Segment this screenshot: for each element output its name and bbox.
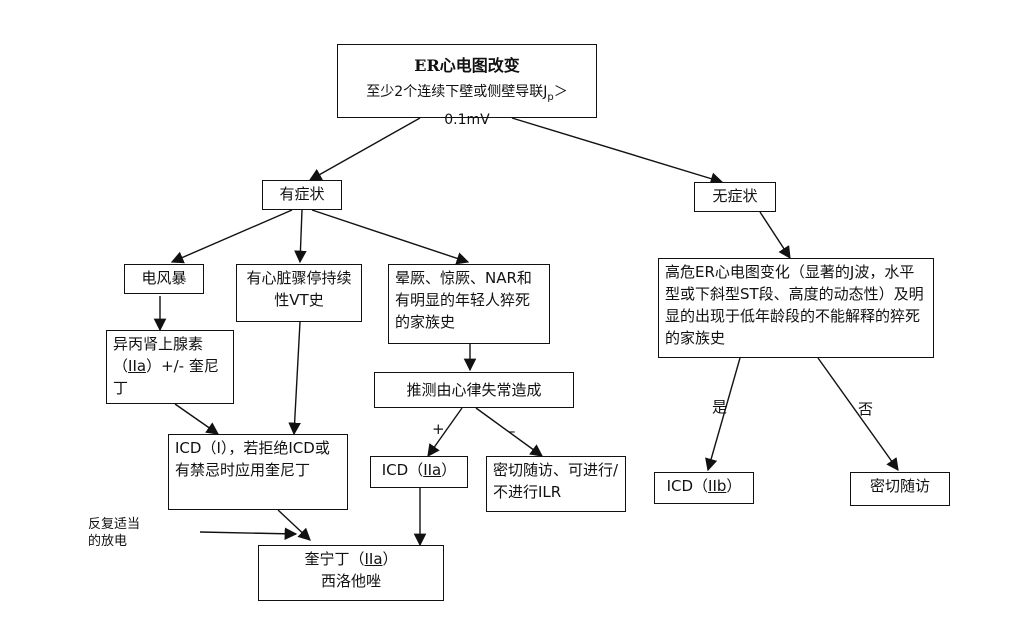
label-yes: 是 [712,398,728,416]
arrow-symptomatic-to-storm [170,209,293,264]
node-syncope-family-history: 晕厥、惊厥、NAR和有明显的年轻人猝死的家族史 [388,264,550,344]
arrow-asymptomatic-to-highrisk [759,211,791,260]
arrow-root-to-symptomatic [308,117,421,181]
isoproterenol-text-pre: 异丙肾上腺素（ [113,335,204,375]
icd-iib-text-post: ） [726,477,742,495]
quinidine-line: 奎宁丁（IIa） [265,548,437,570]
node-icd-iia: ICD（IIa） [370,456,468,488]
arrow-highrisk-to-followup [817,357,899,472]
quinidine-text-pre: 奎宁丁（ [304,550,365,568]
arrow-symptomatic-to-syncope [311,209,470,265]
node-close-followup: 密切随访 [850,472,950,506]
arrow-icd-class1-to-quinidine [277,509,311,541]
criteria-text-pre: 至少2个连续下壁或侧壁导联J [366,84,548,100]
node-isoproterenol: 异丙肾上腺素（IIa）+/- 奎尼丁 [106,330,234,404]
label-plus: + [432,420,445,438]
arrow-root-to-asymptomatic [511,117,724,185]
arrow-shocks-to-quinidine [199,527,298,541]
node-electrical-storm: 电风暴 [124,264,204,294]
icd-iib-text-pre: ICD（ [666,477,709,495]
quinidine-class: IIa [364,550,383,568]
node-er-ecg-title: ER心电图改变 [414,56,520,75]
isoproterenol-class: IIa [128,357,147,375]
node-icd-class-1: ICD（I），若拒绝ICD或有禁忌时应用奎尼丁 [168,434,348,510]
icd-iib-class: IIb [708,477,727,495]
criteria-subscript: p [547,91,554,103]
label-no: 否 [858,400,874,418]
arrow-symptomatic-to-arrest [294,209,307,264]
node-er-ecg-criteria: 至少2个连续下壁或侧壁导联Jp＞0.1mV [344,81,590,131]
arrow-arrest-to-icd [288,321,301,436]
node-quinidine-cilostazol: 奎宁丁（IIa） 西洛他唑 [258,545,444,601]
arrow-highrisk-to-icd-iib [705,357,741,472]
icd-iia-text-pre: ICD（ [381,461,424,479]
node-followup-ilr: 密切随访、可进行/不进行ILR [486,456,626,512]
criteria-text-post: ＞0.1mV [444,84,568,128]
cilostazol-line: 西洛他唑 [320,572,381,590]
label-repeated-shocks: 反复适当的放电 [88,517,141,549]
icd-iia-class: IIa [423,461,442,479]
node-presumed-arrhythmia: 推测由心律失常造成 [374,372,574,408]
arrow-presumed-to-followup-ilr [475,407,544,457]
icd-iia-text-post: ） [441,461,457,479]
node-er-ecg-change: ER心电图改变 至少2个连续下壁或侧壁导联Jp＞0.1mV [337,44,597,128]
isoproterenol-text-post: ）+/- 奎尼丁 [113,357,219,397]
node-icd-iib: ICD（IIb） [654,472,754,504]
node-cardiac-arrest-vt: 有心脏骤停持续性VT史 [236,264,362,322]
node-symptomatic: 有症状 [262,180,342,210]
node-high-risk-er: 高危ER心电图变化（显著的J波，水平型或下斜型ST段、高度的动态性）及明显的出现… [658,258,934,358]
quinidine-text-post: ） [382,550,398,568]
node-asymptomatic: 无症状 [694,182,776,212]
label-minus: – [508,422,516,440]
arrow-isoproterenol-to-icd [174,403,220,435]
arrow-presumed-to-icd-iia [427,407,463,458]
